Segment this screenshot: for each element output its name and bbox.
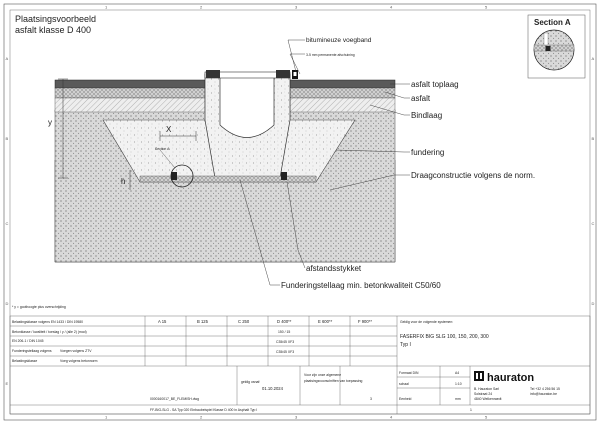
callout-afschuining: 3-5 mm permanente afschuining	[306, 53, 355, 57]
frame-top-3: 3	[295, 5, 298, 10]
grating-frame-right	[276, 70, 290, 78]
frame-bottom-2: 2	[200, 415, 203, 420]
frame-outer	[3, 3, 597, 421]
company-line-3: 4840 Welkenraedt	[474, 397, 502, 401]
sheet-total: 1	[470, 408, 472, 412]
row-label-4: Funderingstellaag volgens	[12, 349, 52, 353]
title-line-1: Plaatsingsvoorbeeld	[15, 14, 96, 24]
asphalt-toplayer-left	[54, 79, 206, 89]
frame-top-5: 5	[485, 5, 488, 10]
frame-top-4: 4	[390, 5, 393, 10]
system-line-2: Typ I	[400, 342, 411, 348]
unit-value: mm	[455, 397, 461, 401]
scale-value: 1:10	[455, 382, 462, 386]
spacer-left	[171, 172, 177, 180]
d400-row-1: 150 / 15	[278, 330, 290, 334]
asphalt-layer-left	[54, 87, 206, 99]
binder-layer-right	[289, 97, 396, 113]
frame-bottom-1: 1	[105, 415, 108, 420]
frame-bottom-5: 5	[485, 415, 488, 420]
d400-row-2: C35/45 XF3	[276, 340, 294, 344]
class-f900: F 900**	[358, 319, 372, 324]
section-a-title: Section A	[534, 18, 571, 27]
callout-bindlaag: Bindlaag	[411, 111, 442, 120]
file-name: 0000160017_BE_FLEMISH.dwg	[150, 397, 199, 401]
frame-side-d-right: D	[592, 301, 595, 306]
class-d400: D 400**	[277, 319, 292, 324]
frame-bottom-4: 4	[390, 415, 393, 420]
dim-h-label: h	[121, 177, 125, 186]
format-value: A4	[455, 371, 459, 375]
doc-id: FF-BIG-SLG - SA Typ 020 Einbaubeispiel K…	[150, 408, 257, 412]
brand-text: hauraton	[487, 372, 534, 384]
asphalt-toplayer-right	[289, 79, 396, 89]
frame-side-a: A	[6, 56, 9, 61]
frame-side-b: B	[6, 136, 9, 141]
callout-asfalt: asfalt	[411, 94, 431, 103]
binder-layer-left	[54, 97, 206, 113]
row-label-1: Belastingsklasse volgens EN 1433 / DIN 1…	[12, 320, 83, 324]
row-label-2: Betonklasse / kwaliteit / toeslag / y / …	[12, 330, 87, 334]
frame-top-1: 1	[105, 5, 108, 10]
unit-label: Eenheid	[399, 397, 412, 401]
dim-x-label: X	[166, 125, 172, 134]
system-line-1: FASERFIX BIG SLG 100, 150, 200, 300	[400, 334, 489, 340]
d400-row-3: C35/45 XF3	[276, 350, 294, 354]
grating-frame-left	[206, 70, 220, 78]
frame-side-d: D	[6, 301, 9, 306]
channel-interior	[219, 73, 275, 138]
row-sub-2: Voeg volgens betonnorm	[60, 359, 98, 363]
callout-leaders	[239, 39, 410, 286]
format-label: Formaat DIN	[399, 371, 419, 375]
row-label-3: EN 206-1 / DIN 1045	[12, 339, 44, 343]
section-marker-circle	[170, 164, 194, 188]
company-line-2: Solstraat 24	[474, 392, 492, 396]
frame-bottom-3: 3	[295, 415, 298, 420]
frame-top-2: 2	[200, 5, 203, 10]
section-marker-label: Section A	[155, 147, 170, 151]
class-c250: C 250	[238, 319, 250, 324]
footnote: * y = goothoogte plus overschrijding	[12, 305, 66, 309]
callout-voegband: bitumineuze voegband	[306, 37, 372, 44]
systems-head: Geldig voor de volgende systemen:	[400, 320, 453, 324]
hauraton-logo: hauraton	[474, 371, 534, 384]
callout-afstandsstykket: afstandsstykket	[306, 264, 362, 273]
scale-label: schaal	[399, 382, 409, 386]
frame-side-b-right: B	[592, 136, 595, 141]
dim-y-label: y	[48, 118, 52, 127]
frame-side-c-right: C	[592, 221, 595, 226]
row-label-5: Belastingsklasse	[12, 359, 37, 363]
frame-side-e: E	[6, 381, 9, 386]
callout-toplaag: asfalt toplaag	[411, 80, 459, 89]
class-e600: E 600**	[318, 319, 333, 324]
callout-funderingstellaag: Funderingstellaag min. betonkwaliteit C5…	[281, 281, 441, 290]
title-line-2: asfalt klasse D 400	[15, 25, 91, 35]
date-value: 01.10.2024	[262, 386, 284, 391]
spacer-right	[281, 172, 287, 180]
callout-draagconstructie: Draagconstructie volgens de norm.	[411, 171, 535, 180]
title-block-grid	[9, 315, 591, 415]
class-a15: A 15	[158, 319, 167, 324]
note-line-2: plaatsingsvoorschriften van toepassing	[304, 379, 363, 383]
asphalt-layer-right	[289, 87, 396, 99]
frame-side-c: C	[6, 221, 9, 226]
date-label: geldig vanaf:	[241, 380, 260, 384]
note-line-1: Voor zijn onze algemene	[304, 373, 341, 377]
class-b125: B 125	[197, 319, 209, 324]
callout-fundering: fundering	[411, 148, 444, 157]
contact-line-1: Tel +32 4 256 56 15	[530, 387, 560, 391]
bedding-strip	[139, 175, 317, 183]
frame-side-a-right: A	[592, 56, 595, 61]
row-sub-1: Voegen volgens ZTV	[60, 349, 92, 353]
company-line-1: B. Hauraton Sarl	[474, 387, 499, 391]
contact-line-2: info@hauraton.be	[530, 392, 557, 396]
sheet-no: 3	[370, 397, 372, 401]
